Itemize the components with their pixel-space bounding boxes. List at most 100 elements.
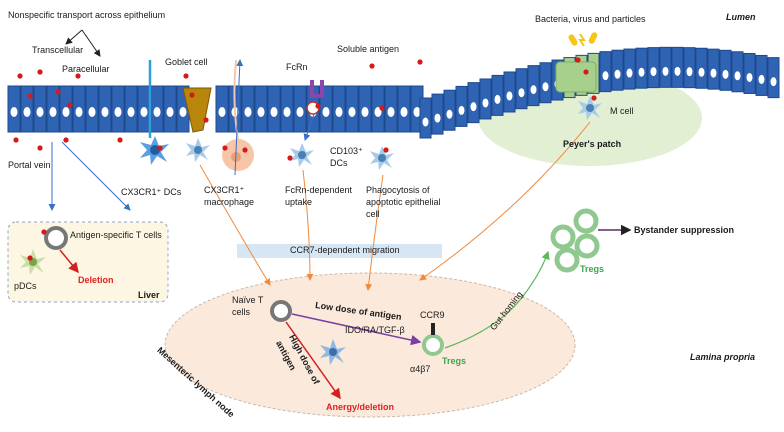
cell-nucleus	[758, 74, 765, 84]
ccr9-receptor	[431, 323, 435, 335]
arrow-cd103-to-ln	[302, 169, 314, 281]
arrow-transcellular	[65, 29, 83, 45]
cx3cr1-dc	[140, 136, 169, 165]
cell-nucleus	[482, 98, 489, 108]
cell-nucleus	[387, 107, 395, 117]
cell-nucleus	[674, 66, 681, 76]
antigen-dot	[67, 102, 73, 108]
label-pdcs: pDCs	[14, 281, 37, 291]
antigen-dot	[591, 95, 597, 101]
cell-nucleus	[638, 67, 645, 77]
antigen-dot	[417, 59, 423, 65]
label-cd103-2: DCs	[330, 158, 348, 168]
treg-cluster-3	[574, 233, 600, 259]
label-cd103-1: CD103⁺	[330, 146, 363, 156]
cell-nucleus	[746, 72, 753, 82]
label-cx3cr1-macrophage-2: macrophage	[204, 197, 255, 207]
treg-ln	[422, 334, 444, 356]
label-deletion: Deletion	[78, 275, 114, 285]
label-a4b7: α4β7	[410, 364, 431, 374]
cell-nucleus	[710, 68, 717, 78]
epithelium-left	[7, 85, 424, 133]
label-m-cell: M cell	[610, 106, 634, 116]
antigen-dot	[383, 147, 389, 153]
cell-nucleus	[335, 107, 343, 117]
cell-nucleus	[140, 107, 148, 117]
cell-nucleus	[530, 85, 537, 95]
cell-nucleus	[614, 69, 621, 79]
cell-nucleus	[257, 107, 265, 117]
arrow-gut-homing	[444, 250, 550, 349]
label-lumen: Lumen	[726, 12, 756, 22]
label-phagocytosis-1: Phagocytosis of	[366, 185, 430, 195]
cell-nucleus	[518, 88, 525, 98]
cell-nucleus	[101, 107, 109, 117]
label-cx3cr1-macrophage-1: CX3CR1⁺	[204, 185, 245, 195]
cell-nucleus	[270, 107, 278, 117]
label-fcrn: FcRn	[286, 62, 308, 72]
arrow-low-dose	[291, 313, 422, 346]
cx3cr1-macrophage	[222, 139, 254, 171]
label-soluble-antigen: Soluble antigen	[337, 44, 400, 54]
label-ccr9: CCR9	[420, 310, 445, 320]
mln-dc	[320, 339, 346, 365]
label-antigen-specific-t-cells: Antigen-specific T cells	[70, 230, 162, 240]
label-naive-t-2: cells	[232, 307, 251, 317]
antigen-dot	[75, 73, 81, 79]
label-ido-ra-tgf: IDO/RA/TGF-β	[345, 325, 405, 335]
antigen-dot	[575, 57, 581, 63]
antigen-dot	[41, 229, 47, 235]
label-bystander-suppression: Bystander suppression	[634, 225, 735, 235]
cell-nucleus	[400, 107, 408, 117]
cell-nucleus	[218, 107, 226, 117]
arrow-peyers-to-ln	[419, 121, 591, 281]
cell-nucleus	[75, 107, 83, 117]
cd103-dc	[290, 143, 314, 167]
treg-cluster-1	[550, 224, 576, 250]
cell-nucleus	[127, 107, 135, 117]
cell-nucleus	[166, 107, 174, 117]
cell-nucleus	[494, 94, 501, 104]
antigen-dot	[117, 137, 123, 143]
cell-nucleus	[88, 107, 96, 117]
bacteria-icons	[568, 32, 598, 47]
cell-nucleus	[244, 107, 252, 117]
cell-nucleus	[422, 117, 429, 127]
label-portal-vein: Portal vein	[8, 160, 51, 170]
label-anergy-deletion: Anergy/deletion	[326, 402, 395, 412]
antigen-specific-t-cell	[44, 226, 68, 250]
arrow-cx3cr1-to-ln	[199, 164, 271, 286]
antigen-dot	[242, 147, 248, 153]
m-cell	[555, 61, 597, 93]
label-naive-t-1: Naïve T	[232, 295, 264, 305]
label-phagocytosis-3: cell	[366, 209, 380, 219]
cell-nucleus	[23, 107, 31, 117]
antigen-dot	[583, 69, 589, 75]
antigen-dot	[55, 89, 61, 95]
cell-nucleus	[542, 82, 549, 92]
label-cx3cr1-dcs: CX3CR1⁺ DCs	[121, 187, 182, 197]
cell-nucleus	[10, 107, 18, 117]
arrow-phago-to-ln	[365, 174, 384, 291]
antigen-dot	[37, 69, 43, 75]
antigen-dot	[315, 103, 321, 109]
naive-t-cell	[270, 300, 292, 322]
antigen-dot	[222, 145, 228, 151]
antigen-dot	[17, 73, 23, 79]
label-tregs-cluster: Tregs	[580, 264, 605, 274]
cell-nucleus	[650, 67, 657, 77]
label-fcrn-uptake-2: uptake	[285, 197, 313, 207]
cell-nucleus	[283, 107, 291, 117]
cell-nucleus	[36, 107, 44, 117]
cell-nucleus	[62, 107, 70, 117]
cell-nucleus	[49, 107, 57, 117]
label-nonspecific-transport: Nonspecific transport across epithelium	[8, 10, 166, 20]
fcrn-receptor	[310, 80, 324, 98]
arrow-macrophage-up	[234, 59, 244, 176]
cell-nucleus	[114, 107, 122, 117]
cell-nucleus	[686, 67, 693, 77]
antigen-dot	[13, 137, 19, 143]
cell-nucleus	[434, 113, 441, 123]
cell-nucleus	[698, 67, 705, 77]
